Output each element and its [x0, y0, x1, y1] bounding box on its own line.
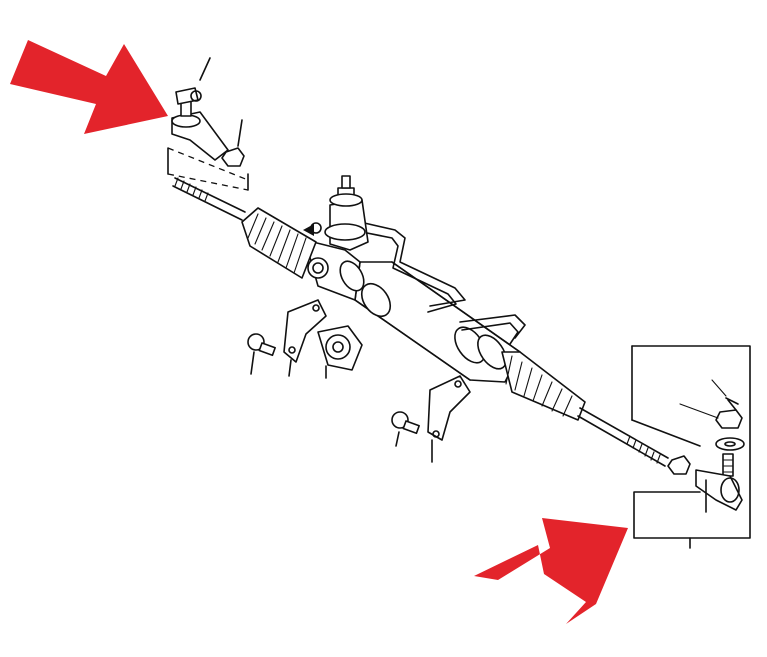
left-mount-bolt — [247, 333, 276, 375]
hydraulic-lines — [359, 221, 526, 345]
arrow-icon — [474, 518, 628, 624]
rack-housing — [354, 261, 521, 383]
center-mount-clamp — [427, 375, 471, 463]
right-tie-rod — [577, 407, 669, 467]
lower-right-cotter-pin — [711, 379, 739, 411]
upper-left-locknut — [221, 119, 245, 167]
right-boot — [501, 351, 586, 421]
center-mount-bolt — [391, 411, 420, 447]
left-tie-rod — [172, 177, 246, 221]
lower-right-castle-nut — [679, 403, 743, 429]
lower-right-washer — [715, 437, 745, 451]
lower-right-locknut — [667, 455, 691, 475]
arrow-icon — [10, 40, 168, 134]
upper-left-bracket — [167, 147, 249, 191]
left-mount-clamp — [283, 299, 327, 377]
upper-left-tie-rod-end — [171, 57, 229, 161]
lower-right-tie-rod-end — [695, 453, 743, 513]
left-mount-bushing — [317, 325, 363, 379]
lower-right-inset — [631, 345, 751, 549]
pinion-valve-body — [303, 175, 369, 301]
left-boot — [241, 207, 317, 279]
